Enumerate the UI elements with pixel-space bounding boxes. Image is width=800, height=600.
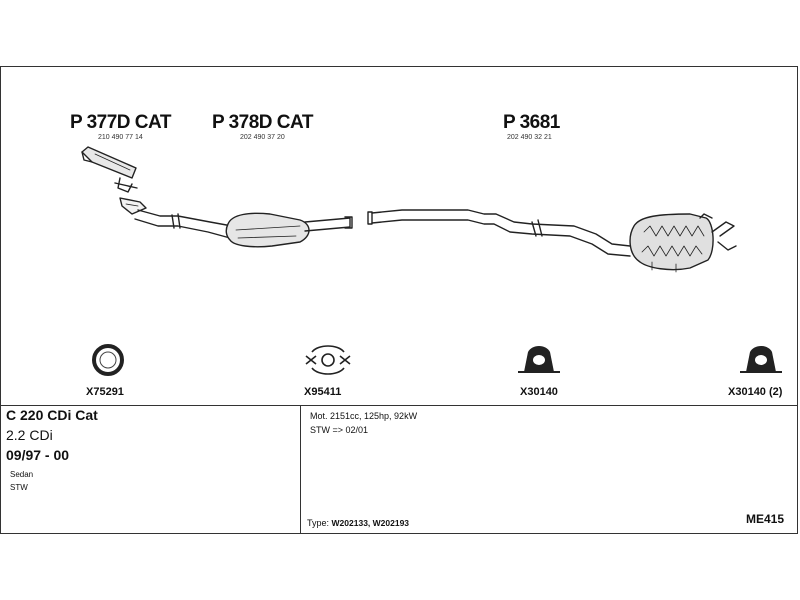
body-type-sedan: Sedan	[10, 470, 34, 479]
part-title-2[interactable]: P 378D CAT	[212, 112, 313, 133]
accessory-label-3: X30140	[520, 386, 558, 398]
exhaust-clamp-icon[interactable]	[305, 345, 351, 375]
front-catalyst-part[interactable]	[81, 146, 147, 215]
part-number-3: 202 490 32 21	[507, 134, 552, 141]
ring-gasket-icon[interactable]	[92, 344, 124, 376]
part-title-1[interactable]: P 377D CAT	[70, 112, 171, 133]
diagram-frame	[0, 66, 798, 534]
accessory-label-1: X75291	[86, 386, 124, 398]
stw-spec: STW => 02/01	[310, 425, 369, 435]
part-number-2: 202 490 37 20	[240, 134, 285, 141]
main-catalyst-part[interactable]	[134, 209, 353, 248]
rubber-mount-icon[interactable]	[518, 346, 560, 373]
accessory-label-4: X30140 (2)	[728, 386, 783, 398]
engine-spec: Mot. 2151cc, 125hp, 92kW	[310, 411, 418, 421]
vehicle-model: C 220 CDi Cat	[6, 407, 98, 423]
vehicle-years: 09/97 - 00	[6, 447, 70, 463]
vehicle-engine: 2.2 CDi	[6, 427, 53, 443]
body-type-stw: STW	[10, 483, 28, 492]
info-divider-vertical	[300, 405, 301, 534]
rubber-mount-icon-2[interactable]	[740, 346, 782, 373]
type-value: W202133, W202193	[331, 518, 410, 528]
info-divider-horizontal	[0, 405, 798, 406]
accessory-label-2: X95411	[304, 386, 342, 398]
type-row: Type: W202133, W202193	[307, 518, 409, 528]
type-label: Type:	[307, 518, 330, 528]
part-title-3[interactable]: P 3681	[503, 112, 560, 133]
part-number-1: 210 490 77 14	[98, 134, 143, 141]
rear-silencer-part[interactable]	[367, 209, 737, 273]
diagram-code: ME415	[746, 512, 785, 526]
